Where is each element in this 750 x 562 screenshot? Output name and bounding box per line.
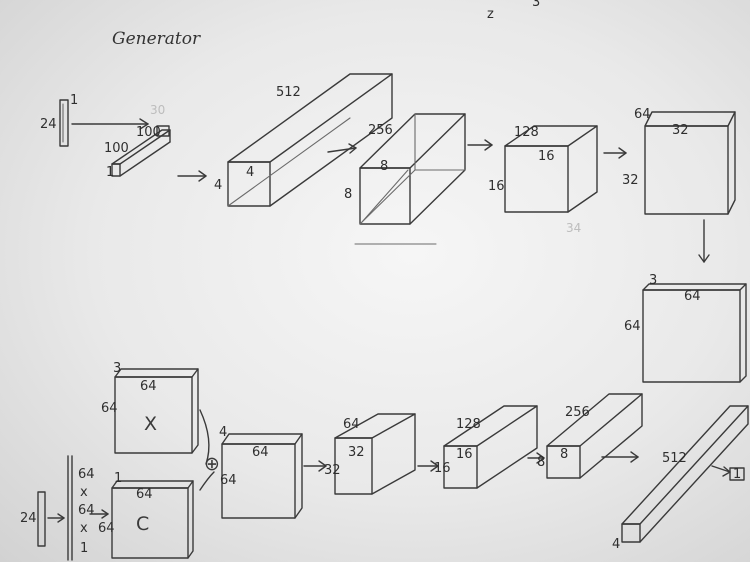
bottom-512-length: 512 [662,451,687,466]
block-512-length: 512 [276,85,301,100]
small-block-depth-inner: 100 [136,125,161,140]
output-scalar [729,467,745,481]
condition-c-1x64x64 [111,480,194,559]
bottom-512-side: 4 [612,537,620,552]
bottom-128-side: 16 [434,461,451,476]
faint-mark: 34 [566,221,581,235]
concat-width: 64 [252,445,269,460]
bottom-64-width: 32 [348,445,365,460]
block-512-front: 4 [246,165,254,180]
block-64-side: 32 [622,173,639,188]
image-x-height: 64 [101,401,118,416]
condition-vector-size: 24 [20,511,37,526]
block-128-16x16-bottom [443,405,538,489]
block-128-16x16 [504,125,598,213]
block-256-8x8 [359,113,466,225]
output-image-width: 64 [684,289,701,304]
arrow-512-to-256 [327,147,357,153]
label-z: z [487,7,494,22]
block-128-front: 16 [538,149,555,164]
small-block-width: 100 [104,141,129,156]
output-image-3x64x64 [642,283,747,383]
block-64-depth: 64 [634,107,651,122]
small-block-height: 1 [106,165,114,180]
top-input-size: 24 [40,117,57,132]
block-64-front: 32 [672,123,689,138]
cond-dim-1: x [80,485,88,500]
block-256-side: 8 [344,187,352,202]
image-x-width: 64 [140,379,157,394]
bottom-64-side: 32 [324,463,341,478]
block-512-4x4 [227,73,393,207]
cond-dim-4: 1 [80,541,88,556]
label-3: 3 [532,0,540,10]
block-512-4x4-bottom [621,405,749,543]
block-256-8x8-bottom [546,393,643,479]
top-input-vector [59,99,69,147]
block-256-depth: 256 [368,123,393,138]
bottom-128-depth: 128 [456,417,481,432]
block-512-side: 4 [214,178,222,193]
bottom-256-side: 8 [537,455,545,470]
output-image-height: 64 [624,319,641,334]
top-input-top: 1 [70,93,78,108]
condition-c-width: 64 [136,487,153,502]
condition-c-letter: C [136,513,149,535]
bottom-64-depth: 64 [343,417,360,432]
bottom-128-width: 16 [456,447,473,462]
condition-c-channels: 1 [114,471,122,486]
cond-dim-3: x [80,521,88,536]
block-64-32x32-bottom [334,413,416,495]
diagram-title: Generator [112,29,201,49]
concat-symbol: ⊕ [204,453,220,475]
block-256-front: 8 [380,159,388,174]
bottom-256-width: 8 [560,447,568,462]
block-128-side: 16 [488,179,505,194]
output-image-channels: 3 [649,273,657,288]
image-x-letter: X [144,413,157,435]
bottom-256-depth: 256 [565,405,590,420]
concat-depth: 4 [219,425,227,440]
cond-dim-0: 64 [78,467,95,482]
cond-dim-2: 64 [78,503,95,518]
block-128-depth: 128 [514,125,539,140]
block-64-32x32 [644,111,736,215]
condition-c-height: 64 [98,521,115,536]
image-x-3x64x64 [114,368,199,454]
small-fc-block [111,125,171,177]
concat-block-4x64x64 [221,433,303,519]
output-value: 1 [733,467,741,482]
condition-vector [37,491,46,547]
concat-height: 64 [220,473,237,488]
small-block-depth-top: 30 [150,103,165,117]
image-x-channels: 3 [113,361,121,376]
